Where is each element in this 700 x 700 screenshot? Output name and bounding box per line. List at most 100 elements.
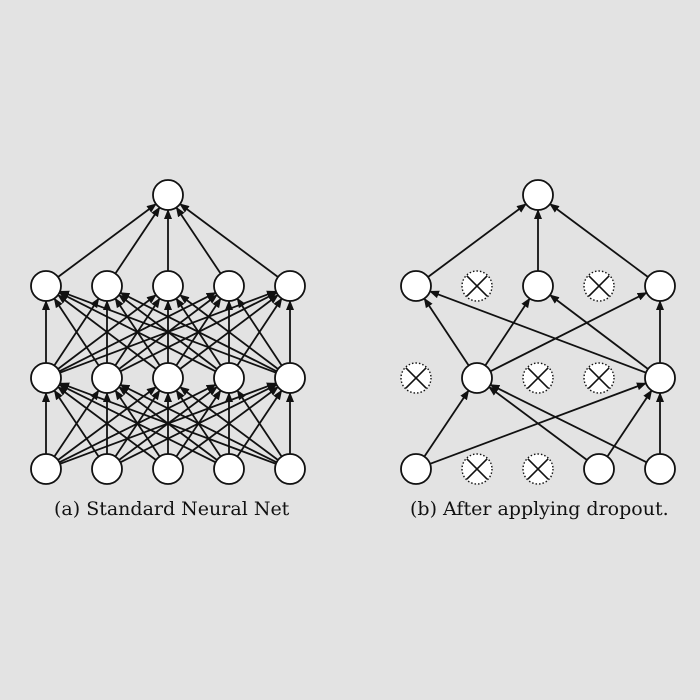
hidden-1-unit [461, 362, 493, 394]
connection-arrow [488, 386, 588, 461]
connection-arrow [549, 294, 649, 370]
hidden-2-unit [30, 270, 62, 302]
input-unit [274, 453, 306, 485]
hidden-2-unit [522, 270, 554, 302]
standard-network-edges [42, 203, 294, 465]
connection-arrow [57, 294, 157, 370]
hidden-1-unit [274, 362, 306, 394]
connection-arrow [236, 297, 283, 366]
connection-arrow [57, 203, 157, 278]
input-dropped-unit [522, 453, 554, 485]
hidden-1-unit [644, 362, 676, 394]
output-unit [152, 179, 184, 211]
connection-arrow [179, 203, 279, 278]
dropout-network-edges [423, 203, 664, 465]
neuron-circle [644, 453, 676, 485]
input-unit [91, 453, 123, 485]
hidden-2-unit [152, 270, 184, 302]
connection-arrow [423, 297, 470, 366]
standard-network-caption: (a) Standard Neural Net [54, 498, 290, 520]
connection-arrow [484, 297, 531, 366]
connection-arrow [53, 297, 100, 366]
connection-arrow [179, 386, 279, 461]
connection-arrow [58, 383, 217, 464]
connection-arrow [429, 290, 647, 374]
hidden-1-unit [30, 362, 62, 394]
connection-arrow [236, 389, 283, 458]
neuron-circle [522, 270, 554, 302]
neuron-circle [30, 270, 62, 302]
cross-icon [405, 367, 427, 389]
neuron-circle [274, 362, 306, 394]
connection-arrow [489, 383, 648, 464]
hidden-1-dropped-unit [522, 362, 554, 394]
neuron-circle [400, 270, 432, 302]
neuron-circle [522, 179, 554, 211]
neuron-circle [30, 362, 62, 394]
neuron-circle [30, 453, 62, 485]
cross-icon [527, 367, 549, 389]
hidden-2-unit [644, 270, 676, 302]
hidden-2-unit [400, 270, 432, 302]
neuron-circle [400, 453, 432, 485]
connection-arrow [175, 206, 222, 275]
hidden-2-unit [274, 270, 306, 302]
neuron-circle [213, 270, 245, 302]
connection-arrow [119, 383, 278, 464]
neuron-circle [213, 453, 245, 485]
cross-icon [588, 275, 610, 297]
hidden-1-dropped-unit [583, 362, 615, 394]
dropout-network-nodes [400, 179, 676, 485]
neuron-circle [644, 270, 676, 302]
connection-arrow [427, 203, 527, 278]
connection-arrow [423, 389, 470, 458]
input-unit [213, 453, 245, 485]
standard-network-panel [30, 179, 306, 485]
neuron-circle [583, 453, 615, 485]
output-unit [522, 179, 554, 211]
neuron-circle [274, 453, 306, 485]
cross-icon [527, 458, 549, 480]
connection-arrow [59, 290, 277, 374]
neuron-circle [152, 362, 184, 394]
neuron-circle [152, 179, 184, 211]
connection-arrow [58, 291, 217, 373]
hidden-2-unit [213, 270, 245, 302]
input-unit [30, 453, 62, 485]
connection-arrow [489, 291, 648, 373]
hidden-2-dropped-unit [583, 270, 615, 302]
hidden-2-dropped-unit [461, 270, 493, 302]
input-unit [400, 453, 432, 485]
neuron-circle [644, 362, 676, 394]
neuron-circle [91, 453, 123, 485]
connection-arrow [53, 389, 100, 458]
hidden-1-dropped-unit [400, 362, 432, 394]
neuron-circle [91, 362, 123, 394]
connection-arrow [549, 203, 649, 278]
hidden-2-unit [91, 270, 123, 302]
hidden-1-unit [91, 362, 123, 394]
connection-arrow [179, 294, 279, 370]
hidden-1-unit [152, 362, 184, 394]
connection-arrow [57, 386, 157, 461]
connection-arrow [114, 206, 161, 275]
standard-network-nodes [30, 179, 306, 485]
cross-icon [466, 275, 488, 297]
connection-arrow [119, 291, 278, 373]
neuron-circle [213, 362, 245, 394]
neuron-circle [152, 453, 184, 485]
cross-icon [588, 367, 610, 389]
dropout-network-caption: (b) After applying dropout. [410, 498, 669, 520]
neuron-circle [91, 270, 123, 302]
dropout-network-panel [400, 179, 676, 485]
cross-icon [466, 458, 488, 480]
input-unit [583, 453, 615, 485]
input-dropped-unit [461, 453, 493, 485]
input-unit [152, 453, 184, 485]
neuron-circle [461, 362, 493, 394]
neuron-circle [274, 270, 306, 302]
connection-arrow [59, 382, 277, 465]
neuron-circle [152, 270, 184, 302]
hidden-1-unit [213, 362, 245, 394]
